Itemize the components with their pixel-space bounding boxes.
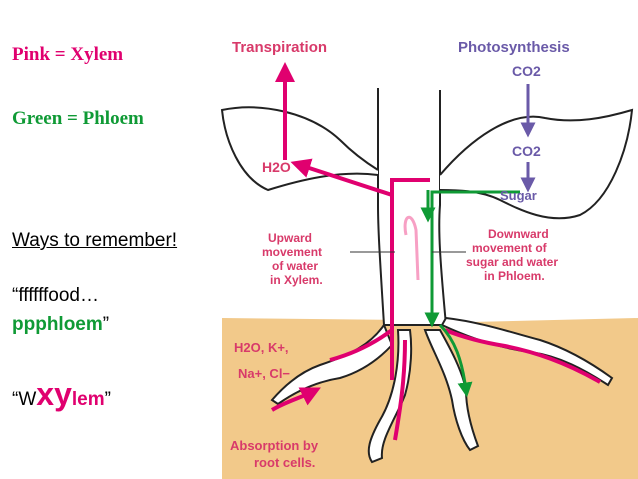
h2o-label: H2O <box>262 159 291 175</box>
ways-to-remember-heading: Ways to remember! <box>12 230 178 251</box>
co2-mid-label: CO2 <box>512 143 541 159</box>
upward-line-3: of water <box>272 259 318 273</box>
absorption-label: Absorption by root cells. <box>230 438 319 470</box>
mnemonic-phloem-word: ppphloem <box>12 314 103 335</box>
co2-top-label: CO2 <box>512 63 541 79</box>
left-leaf <box>220 106 379 192</box>
stem <box>377 88 448 326</box>
inner-flow <box>403 216 420 281</box>
downward-label: Downward movement of sugar and water in … <box>466 227 558 283</box>
downward-line-3: sugar and water <box>466 255 558 269</box>
mnemonic-w: “W <box>12 389 37 410</box>
phloem-path <box>420 190 520 398</box>
mnemonic-lem: lem <box>71 389 105 410</box>
upward-line-1: Upward <box>268 231 312 245</box>
mnemonic-xy: xy <box>36 376 72 412</box>
mnemonic-phloem-close: ” <box>102 314 110 335</box>
upward-line-2: movement <box>262 245 322 259</box>
upward-label: Upward movement of water in Xylem. <box>262 231 323 287</box>
mnemonic-close: ” <box>104 389 111 410</box>
downward-line-4: in Phloem. <box>484 269 545 283</box>
downward-line-1: Downward <box>488 227 549 241</box>
ions-label: H2O, K+, Na+, Cl− <box>234 340 290 381</box>
soil <box>222 318 638 479</box>
legend-xylem: Pink = Xylem <box>12 44 124 65</box>
xylem-path <box>270 62 601 441</box>
mnemonic-food: “ffffffood… <box>12 285 99 306</box>
absorption-line-1: Absorption by <box>230 438 319 453</box>
upward-line-4: in Xylem. <box>270 273 323 287</box>
ions-line-2: Na+, Cl− <box>238 366 290 381</box>
ions-line-1: H2O, K+, <box>234 340 289 355</box>
legend-phloem: Green = Phloem <box>12 108 144 129</box>
transpiration-label: Transpiration <box>232 39 327 56</box>
sugar-label: Sugar <box>500 188 537 203</box>
mnemonic-xylem: “Wxylem” <box>12 376 111 413</box>
downward-line-2: movement of <box>472 241 548 255</box>
mnemonic-phloem: ppphloem” <box>12 314 109 336</box>
photosynthesis-label: Photosynthesis <box>458 39 570 56</box>
absorption-line-2: root cells. <box>254 455 315 470</box>
